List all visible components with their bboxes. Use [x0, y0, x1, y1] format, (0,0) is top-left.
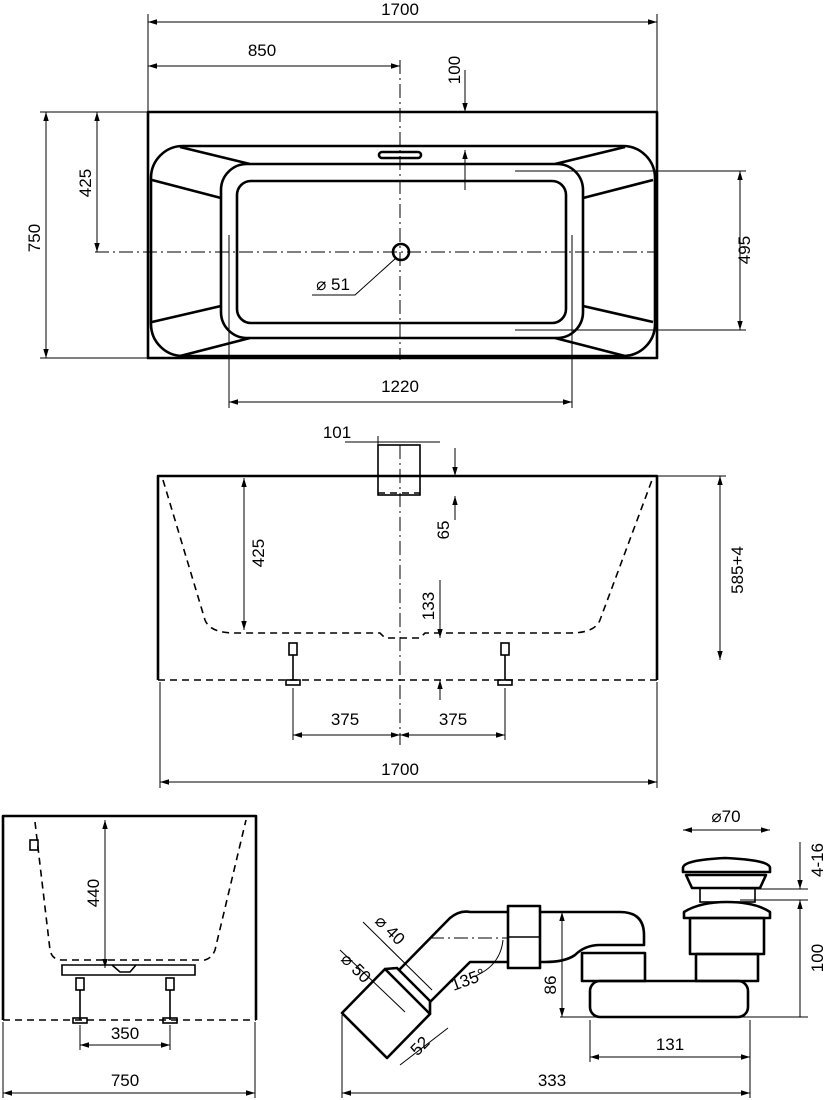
dim-label-half-length: 850	[248, 41, 276, 60]
top-view: 1700 850 100 425 750 495 ⌀ 51 1220	[25, 0, 754, 408]
outlet-collar	[384, 966, 432, 1014]
basin-inner	[235, 179, 568, 325]
dim-label-foot-left: 375	[331, 710, 359, 729]
dim-label-overflow-width: 101	[323, 423, 351, 442]
waste-flange	[682, 900, 772, 920]
trap-nut	[580, 951, 647, 983]
hidden-basin-profile	[162, 479, 653, 639]
dim-label-overall-length: 1700	[381, 760, 419, 779]
dim-label-overflow-height: 65	[434, 521, 453, 540]
dim-label-drain-height: 100	[808, 944, 827, 972]
dim-label-overall-width: 750	[25, 224, 44, 252]
dim-label-outlet-length: 52	[407, 1033, 434, 1060]
dim-label-overall-length: 1700	[381, 0, 419, 19]
dim-label-overall-length: 333	[538, 1071, 566, 1090]
dim-label-angle: 135°	[448, 965, 488, 995]
dim-label-height: 585+4	[728, 546, 747, 594]
foot-right	[497, 642, 513, 686]
overflow-marker	[29, 839, 39, 851]
basin-outer	[219, 162, 585, 340]
dim-line-52	[399, 1027, 449, 1066]
siphon-detail: ⌀70 4-16 100 86 131 333 ⌀ 40 ⌀ 50 52 135…	[337, 807, 827, 1098]
side-view: 101 65 425 133 585+4 375 375 1700	[156, 423, 747, 788]
end-view: 440 350 750	[1, 814, 258, 1098]
hidden-basin-profile	[34, 819, 247, 961]
rim-slopes	[151, 145, 654, 358]
dim-label-plug-lift: 4-16	[808, 843, 827, 877]
angled-pipe	[398, 910, 508, 1003]
trap-elbow	[540, 910, 646, 964]
dim-label-overflow-offset: 100	[445, 56, 464, 84]
leader-drain	[312, 257, 397, 296]
dim-label-trap-length: 131	[656, 1035, 684, 1054]
dim-label-drain-diameter: ⌀ 51	[316, 275, 350, 294]
angle-arc	[469, 939, 504, 979]
plug-flange	[684, 873, 768, 890]
tub-outline	[146, 110, 659, 360]
dim-label-basin-width: 495	[735, 236, 754, 264]
dim-label-drain-offset: 425	[76, 169, 95, 197]
dim-label-pipe-diameter-outer: ⌀ 50	[337, 949, 374, 986]
waste-body	[688, 916, 766, 956]
plug-cap	[681, 856, 772, 874]
drain-base	[61, 964, 196, 976]
dim-label-depth: 440	[84, 879, 103, 907]
foot-right	[162, 977, 178, 1024]
dim-label-drain-height: 133	[419, 592, 438, 620]
dim-label-plug-diameter: ⌀70	[711, 807, 740, 826]
dim-label-pipe-diameter-inner: ⌀ 40	[371, 911, 408, 948]
dim-label-depth: 425	[249, 539, 268, 567]
dim-line-50	[339, 949, 406, 1013]
dim-label-basin-length: 1220	[381, 377, 419, 396]
dim-label-foot-spacing: 350	[111, 1024, 139, 1043]
waste-nut	[694, 952, 760, 983]
foot-left	[72, 977, 88, 1024]
dim-label-trap-height: 86	[541, 976, 560, 995]
dim-label-overall-width: 750	[111, 1071, 139, 1090]
foot-left	[285, 642, 301, 686]
overflow	[377, 444, 421, 496]
dim-label-foot-right: 375	[439, 710, 467, 729]
trap-body	[588, 979, 750, 1019]
side-outline	[156, 474, 659, 680]
dim-line-40	[362, 921, 433, 991]
tub-rim	[149, 144, 657, 358]
end-outline	[1, 814, 258, 1020]
